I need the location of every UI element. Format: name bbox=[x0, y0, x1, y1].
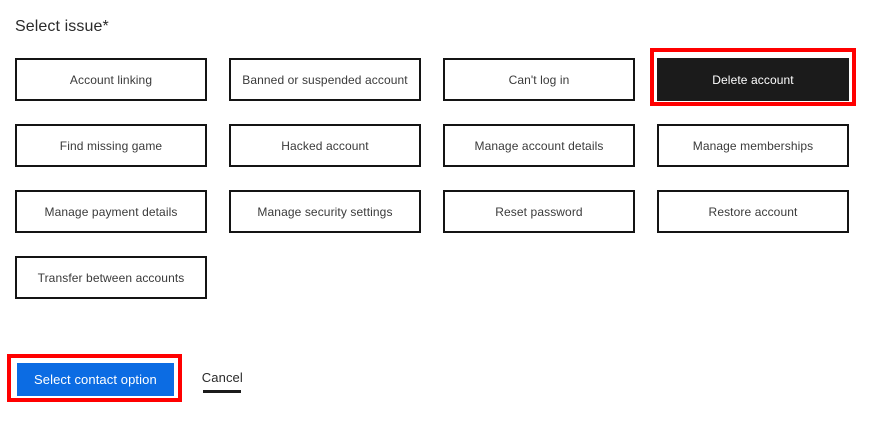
issue-option-manage-memberships[interactable]: Manage memberships bbox=[657, 124, 849, 167]
issue-option-find-missing-game[interactable]: Find missing game bbox=[15, 124, 207, 167]
cancel-link-label: Cancel bbox=[201, 370, 243, 385]
issue-option-reset-password[interactable]: Reset password bbox=[443, 190, 635, 233]
cancel-link[interactable]: Cancel bbox=[202, 363, 243, 393]
issue-option-manage-security-settings[interactable]: Manage security settings bbox=[229, 190, 421, 233]
issue-options-grid: Account linking Banned or suspended acco… bbox=[15, 58, 849, 299]
issue-option-hacked-account[interactable]: Hacked account bbox=[229, 124, 421, 167]
issue-option-manage-payment-details[interactable]: Manage payment details bbox=[15, 190, 207, 233]
issue-option-account-linking[interactable]: Account linking bbox=[15, 58, 207, 101]
cancel-link-underline bbox=[203, 390, 242, 393]
footer-actions: Select contact option Cancel bbox=[17, 363, 243, 396]
issue-option-delete-account[interactable]: Delete account bbox=[657, 58, 849, 101]
select-contact-option-button[interactable]: Select contact option bbox=[17, 363, 174, 396]
page-title: Select issue* bbox=[15, 18, 109, 35]
issue-option-manage-account-details[interactable]: Manage account details bbox=[443, 124, 635, 167]
issue-option-banned-or-suspended-account[interactable]: Banned or suspended account bbox=[229, 58, 421, 101]
issue-option-cant-log-in[interactable]: Can't log in bbox=[443, 58, 635, 101]
issue-option-restore-account[interactable]: Restore account bbox=[657, 190, 849, 233]
issue-option-transfer-between-accounts[interactable]: Transfer between accounts bbox=[15, 256, 207, 299]
